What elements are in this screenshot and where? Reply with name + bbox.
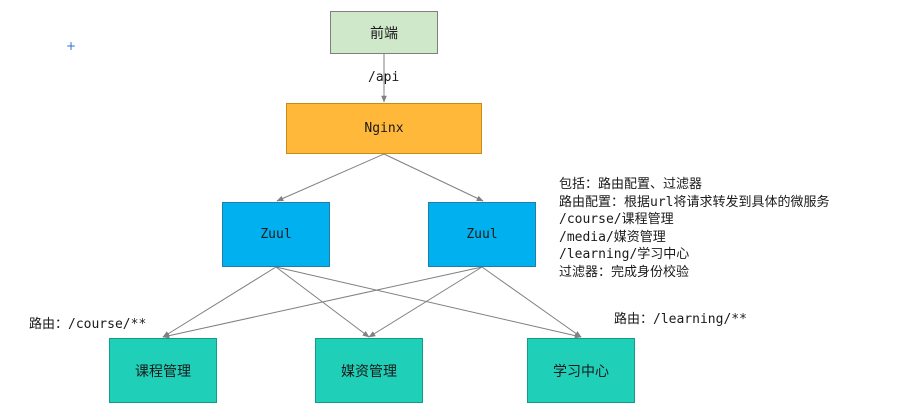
media-service-label: 媒资管理 bbox=[341, 363, 397, 380]
route-course-label: 路由：/course/** bbox=[29, 317, 147, 332]
note-line: 路由配置：根据url将请求转发到具体的微服务 bbox=[559, 194, 830, 210]
frontend-label: 前端 bbox=[370, 25, 398, 42]
course-service-label: 课程管理 bbox=[135, 363, 191, 380]
edge-zuul-right-course bbox=[162, 266, 483, 339]
edge-nginx-zuul-left bbox=[276, 153, 385, 202]
frontend-node: 前端 bbox=[330, 11, 438, 54]
learning-service-label: 学习中心 bbox=[553, 363, 609, 380]
edge-zuul-right-learning bbox=[481, 266, 582, 338]
api-edge-label: /api bbox=[368, 70, 400, 85]
edge-nginx-zuul-right bbox=[383, 153, 484, 202]
zuul-left-node: Zuul bbox=[222, 202, 330, 267]
media-service-node: 媒资管理 bbox=[315, 338, 423, 403]
note-line: 包括：路由配置、过滤器 bbox=[559, 177, 703, 192]
plus-marker-icon: + bbox=[66, 39, 77, 53]
learning-service-node: 学习中心 bbox=[527, 338, 635, 403]
note-line: /course/课程管理 bbox=[559, 212, 674, 228]
edge-zuul-right-media bbox=[368, 266, 483, 338]
nginx-label: Nginx bbox=[364, 121, 404, 136]
zuul-left-label: Zuul bbox=[260, 227, 292, 242]
zuul-right-node: Zuul bbox=[428, 202, 536, 267]
note-line: /learning/学习中心 bbox=[559, 247, 690, 263]
route-learning-label: 路由：/learning/** bbox=[614, 312, 747, 327]
edge-zuul-left-learning bbox=[275, 266, 582, 339]
nginx-node: Nginx bbox=[286, 103, 482, 154]
note-line: 过滤器：完成身份校验 bbox=[559, 264, 690, 280]
note-line: /media/媒资管理 bbox=[559, 229, 666, 245]
course-service-node: 课程管理 bbox=[109, 338, 217, 403]
zuul-notes: 包括：路由配置、过滤器 路由配置：根据url将请求转发到具体的微服务 /cour… bbox=[559, 176, 829, 282]
zuul-right-label: Zuul bbox=[466, 227, 498, 242]
edge-zuul-left-course bbox=[162, 266, 277, 338]
